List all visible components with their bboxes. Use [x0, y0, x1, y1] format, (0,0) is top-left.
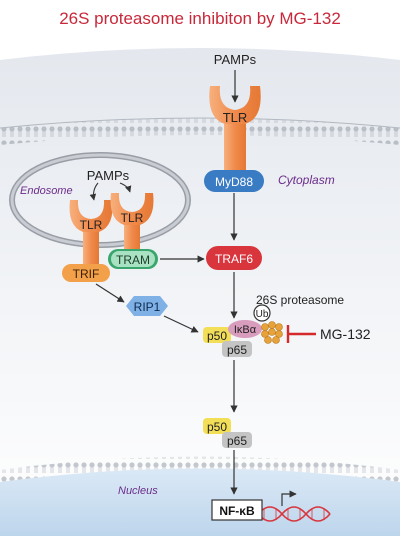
pamps-top-label: PAMPs [214, 52, 257, 67]
p50-free-label: p50 [207, 420, 227, 434]
endosome-label: Endosome [20, 185, 73, 197]
trif-box [62, 264, 110, 282]
rip1-label: RIP1 [134, 300, 161, 314]
p50-free-box [203, 418, 231, 434]
nfkb-label: NF-κB [219, 504, 255, 518]
ikba-shape [228, 320, 262, 338]
ub-circle [253, 304, 271, 322]
p65-free-box [222, 432, 252, 448]
tlr-top-label: TLR [223, 110, 248, 125]
trif-label: TRIF [73, 267, 100, 281]
arrow-pamps-to-tlr-right [119, 182, 132, 193]
myd88-label: MyD88 [215, 175, 253, 189]
arrow-rip1-to-complex [163, 315, 199, 333]
tram-label: TRAM [116, 253, 150, 267]
p65-label: p65 [227, 343, 247, 357]
dna-helix [257, 506, 331, 522]
traf6-box [206, 246, 262, 270]
nucleus-label: Nucleus [118, 485, 158, 497]
cytoplasm-label: Cytoplasm [278, 173, 335, 187]
traf6-label: TRAF6 [215, 252, 253, 266]
tlr-endosome-left-label: TLR [80, 218, 103, 232]
arrow-trif-to-rip1 [95, 283, 125, 303]
p65-box [222, 341, 252, 357]
cell-membrane [0, 118, 400, 145]
nucleus-region [0, 468, 400, 536]
proteasome-label: 26S proteasome [256, 293, 344, 307]
proteasome-cluster [261, 321, 283, 344]
mg132-label: MG-132 [320, 326, 371, 342]
cytoplasm-region [0, 48, 400, 536]
tlr-endosome-right-label: TLR [121, 211, 144, 225]
pamps-endosome-label: PAMPs [87, 168, 130, 183]
nfkb-box [211, 499, 263, 521]
p65-free-label: p65 [227, 434, 247, 448]
ub-label: Ub [256, 309, 269, 320]
p50-box [203, 327, 231, 343]
transcription-arrow [281, 490, 297, 506]
arrow-pamps-to-tlr-left [89, 182, 99, 201]
tlr-receptor-top [209, 86, 261, 172]
diagram-title: 26S proteasome inhibiton by MG-132 [59, 9, 341, 28]
p50-label: p50 [207, 329, 227, 343]
tlr-receptor-endosome-right [110, 193, 154, 251]
ikba-label: IκBα [234, 324, 257, 336]
membrane-outer-line [0, 117, 400, 129]
rip1-box [126, 296, 168, 316]
endosome-inner-ring [10, 153, 190, 247]
tlr-receptor-endosome-left [69, 200, 113, 268]
nuclear-membrane [0, 456, 400, 482]
myd88-box [204, 170, 264, 192]
